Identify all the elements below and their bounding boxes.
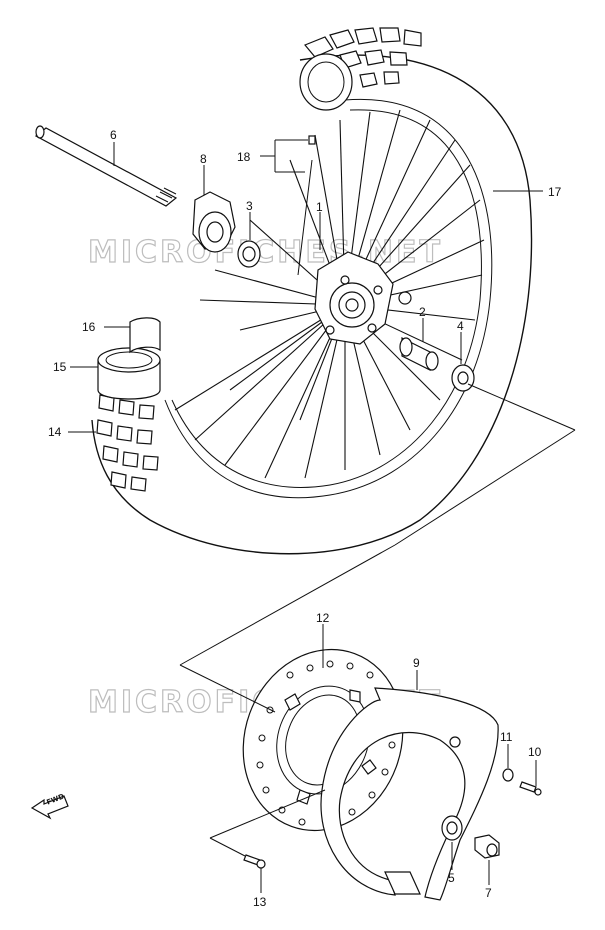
leader-lines bbox=[68, 139, 543, 893]
tread-bottom bbox=[96, 394, 159, 492]
axle-collar bbox=[474, 834, 500, 859]
callout-1: 1 bbox=[316, 200, 323, 214]
oil-seal-right bbox=[451, 364, 475, 392]
bearing bbox=[237, 240, 261, 268]
disc-cover bbox=[320, 687, 499, 901]
callout-16: 16 bbox=[82, 320, 96, 334]
callout-labels: 1 2 3 4 5 6 7 8 9 10 11 12 13 14 15 16 1… bbox=[48, 128, 562, 909]
callout-8: 8 bbox=[200, 152, 207, 166]
callout-11: 11 bbox=[500, 730, 513, 744]
spoke-and-nipple bbox=[297, 135, 316, 276]
callout-5: 5 bbox=[448, 871, 455, 885]
oil-seal-left bbox=[441, 815, 463, 841]
fwd-marker: FWD bbox=[30, 792, 69, 820]
callout-12: 12 bbox=[316, 611, 330, 625]
cover-bolt bbox=[519, 781, 542, 796]
speedometer-gearbox bbox=[192, 191, 236, 253]
hub bbox=[314, 251, 412, 345]
explode-lines bbox=[179, 383, 576, 857]
brake-disc bbox=[242, 648, 404, 832]
axle bbox=[34, 125, 178, 207]
spacer bbox=[399, 337, 439, 371]
callout-15: 15 bbox=[53, 360, 67, 374]
callout-13: 13 bbox=[253, 895, 267, 909]
callout-9: 9 bbox=[413, 656, 420, 670]
tread-top bbox=[304, 27, 422, 88]
callout-3: 3 bbox=[246, 199, 253, 213]
tire bbox=[91, 27, 533, 555]
watermark-top: MICROFICHES.NET bbox=[88, 235, 443, 270]
callout-14: 14 bbox=[48, 425, 62, 439]
callout-4: 4 bbox=[457, 319, 464, 333]
callout-17: 17 bbox=[548, 185, 562, 199]
callout-7: 7 bbox=[485, 886, 492, 900]
callout-18: 18 bbox=[237, 150, 251, 164]
callout-6: 6 bbox=[110, 128, 117, 142]
callout-2: 2 bbox=[419, 305, 426, 319]
washer bbox=[502, 768, 514, 782]
rim-band bbox=[129, 317, 161, 354]
fwd-arrow-icon bbox=[30, 795, 69, 820]
tube bbox=[97, 347, 161, 400]
callout-10: 10 bbox=[528, 745, 542, 759]
disc-bolt bbox=[243, 854, 266, 869]
